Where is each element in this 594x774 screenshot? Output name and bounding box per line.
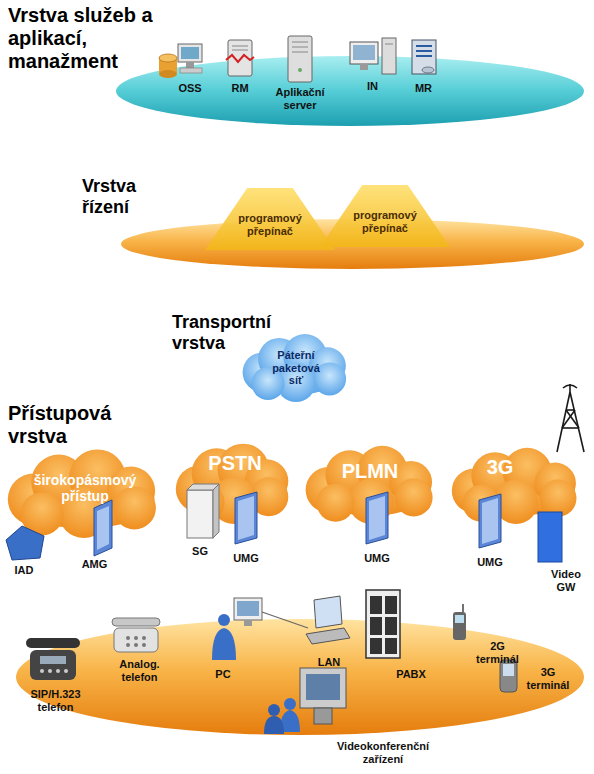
softswitch-shape: programový přepínač bbox=[205, 188, 335, 250]
element-label: MR bbox=[406, 82, 441, 95]
terminal-layer-band: SIP/H.323 telefon Analog. telefon PC LAN PAB… bbox=[15, 618, 585, 736]
terminal-layer-band-outline bbox=[15, 618, 585, 736]
layer-heading: Přístupová vrstva bbox=[8, 402, 138, 448]
device-label: UMG bbox=[357, 552, 397, 565]
oss-icon bbox=[159, 44, 202, 78]
pc-workstation bbox=[212, 598, 308, 660]
amg-gateway bbox=[94, 500, 112, 556]
terminal-label: Analog. telefon bbox=[112, 658, 167, 683]
umg-gateway bbox=[366, 492, 388, 544]
terminal-label: SIP/H.323 telefon bbox=[18, 688, 93, 713]
umg-gateway bbox=[479, 494, 501, 548]
terminal-label: PC bbox=[208, 668, 238, 681]
device-label: SG bbox=[184, 545, 216, 558]
videoconference-set bbox=[264, 668, 346, 734]
access-cloud-outline bbox=[300, 448, 442, 524]
pabx-cabinet bbox=[366, 590, 400, 658]
cloud-label: PLMN bbox=[330, 460, 410, 483]
mr-server-icon bbox=[412, 40, 436, 74]
terminal-label: 2G terminál bbox=[470, 640, 525, 665]
cloud-fill bbox=[306, 446, 433, 524]
band-fill bbox=[116, 56, 584, 126]
control-layer-band: Vrstva řízeníprogramový přepínačprogramo… bbox=[120, 218, 585, 270]
umg-gateway bbox=[235, 492, 257, 544]
cloud-label: PSTN bbox=[200, 452, 270, 475]
cloud-fill bbox=[243, 334, 347, 402]
iad-device bbox=[6, 526, 44, 560]
softswitch-shape: programový přepínač bbox=[320, 185, 450, 247]
layer-heading: Vrstva řízení bbox=[82, 176, 182, 217]
terminal-label: 3G terminál bbox=[522, 666, 574, 691]
cloud-fill bbox=[8, 449, 156, 538]
element-label: OSS bbox=[170, 82, 210, 95]
rm-server-icon bbox=[226, 40, 254, 76]
sip-phone bbox=[26, 638, 80, 680]
terminal-label: Videokonferenční zařízení bbox=[318, 740, 448, 765]
mobile-2g bbox=[453, 604, 466, 640]
softswitch-label: programový přepínač bbox=[230, 212, 310, 237]
access-cloud: 3GUMGVideo GW bbox=[446, 450, 586, 524]
analog-phone bbox=[112, 618, 160, 652]
element-label: RM bbox=[225, 82, 255, 95]
backbone-cloud: Transportní vrstvaPáteřní paketová síť bbox=[240, 336, 352, 402]
access-cloud: širokopásmový přístupIADAMG bbox=[0, 452, 168, 538]
terminal-label: PABX bbox=[390, 668, 432, 681]
video-gateway bbox=[538, 512, 562, 562]
softswitch-label: programový přepínač bbox=[345, 209, 425, 234]
layer-heading: Vrstva služeb a aplikací, manažment bbox=[8, 4, 158, 73]
sg-gateway bbox=[187, 484, 219, 538]
application-server-icon bbox=[288, 36, 312, 82]
device-label: UMG bbox=[226, 552, 266, 565]
device-label: AMG bbox=[72, 558, 117, 571]
radio-tower bbox=[557, 384, 584, 452]
mobile-3g bbox=[500, 660, 517, 692]
layer-heading: Transportní vrstva bbox=[172, 312, 292, 353]
access-cloud: PSTNSGUMG bbox=[176, 446, 292, 524]
element-label: Aplikační server bbox=[265, 86, 335, 111]
in-computer-icon bbox=[350, 38, 396, 74]
band-fill bbox=[16, 619, 584, 735]
device-label: UMG bbox=[470, 556, 510, 569]
switch-fill bbox=[205, 188, 335, 250]
cloud-fill bbox=[176, 444, 289, 524]
cloud-label: Páteřní paketová síť bbox=[267, 349, 325, 387]
switch-fill bbox=[320, 185, 450, 247]
terminal-label: LAN bbox=[310, 656, 348, 669]
element-label: IN bbox=[355, 80, 390, 93]
access-cloud: PLMNUMG bbox=[300, 448, 442, 524]
services-layer-band: Vrstva služeb a aplikací, manažmentOSSRM… bbox=[115, 55, 585, 127]
cloud-fill bbox=[452, 448, 577, 524]
device-label: IAD bbox=[4, 564, 44, 577]
device-label: Video GW bbox=[545, 568, 587, 593]
access-cloud-outline bbox=[446, 450, 586, 524]
cloud-label: 3G bbox=[470, 456, 530, 479]
lan-laptop bbox=[306, 596, 350, 644]
cloud-label: širokopásmový přístup bbox=[20, 472, 150, 504]
